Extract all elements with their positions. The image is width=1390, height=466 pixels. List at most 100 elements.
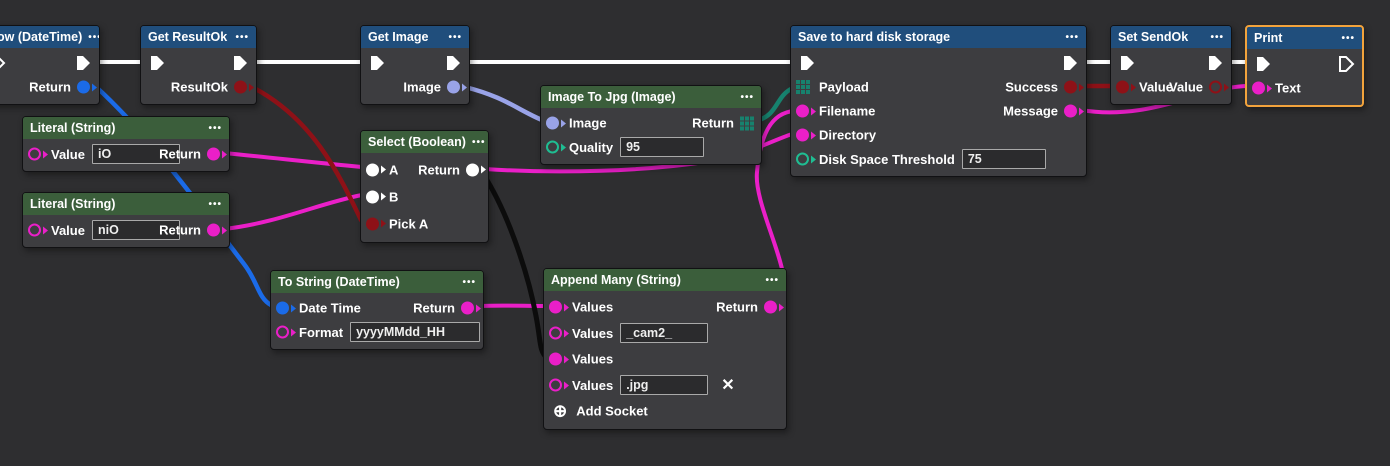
input-socket[interactable] xyxy=(549,326,569,340)
output-socket[interactable]: Return xyxy=(716,300,784,315)
circle-socket-icon[interactable] xyxy=(1252,81,1272,95)
node-get-resultok[interactable]: Get ResultOk••• ResultOk xyxy=(140,25,257,105)
circle-socket-icon[interactable] xyxy=(461,301,481,315)
input-socket[interactable] xyxy=(549,300,569,314)
circle-socket-icon[interactable] xyxy=(764,300,784,314)
node-menu-icon[interactable]: ••• xyxy=(1065,31,1079,43)
node-get-image[interactable]: Get Image•••Image xyxy=(360,25,470,105)
text-field[interactable] xyxy=(961,149,1046,169)
node-menu-icon[interactable]: ••• xyxy=(765,274,779,286)
ring-socket-icon[interactable] xyxy=(549,378,569,392)
circle-socket-icon[interactable] xyxy=(796,128,816,142)
ring-socket-icon[interactable] xyxy=(1209,80,1229,94)
text-field[interactable] xyxy=(91,220,180,240)
exec-in-pin[interactable] xyxy=(0,53,7,73)
node-header[interactable]: Image To Jpg (Image)••• xyxy=(541,86,761,108)
circle-socket-icon[interactable] xyxy=(207,147,227,161)
node-menu-icon[interactable]: ••• xyxy=(88,31,99,43)
ring-socket-icon[interactable] xyxy=(28,147,48,161)
node-header[interactable]: Append Many (String)••• xyxy=(544,269,786,291)
node-menu-icon[interactable]: ••• xyxy=(462,276,476,288)
circle-socket-icon[interactable] xyxy=(366,217,386,230)
input-socket[interactable] xyxy=(28,223,48,237)
node-literal-2[interactable]: Literal (String)•••ValueReturn xyxy=(22,192,230,248)
input-socket[interactable] xyxy=(366,163,386,176)
text-field[interactable] xyxy=(91,144,180,164)
node-menu-icon[interactable]: ••• xyxy=(448,31,462,43)
node-now[interactable]: Now (DateTime)•••Return xyxy=(0,25,100,105)
circle-socket-icon[interactable] xyxy=(77,80,97,94)
output-socket[interactable]: Return xyxy=(159,223,227,238)
output-socket[interactable]: Message xyxy=(1003,104,1084,119)
exec-in-pin[interactable] xyxy=(1117,53,1137,73)
exec-out-pin[interactable] xyxy=(1205,53,1225,73)
exec-in-pin[interactable] xyxy=(147,53,167,73)
text-field[interactable] xyxy=(350,322,481,342)
node-print[interactable]: Print•••Text xyxy=(1245,25,1364,107)
input-socket[interactable] xyxy=(366,217,386,230)
output-socket[interactable]: Return xyxy=(692,116,754,131)
circle-socket-icon[interactable] xyxy=(796,104,816,118)
exec-in-pin[interactable] xyxy=(797,53,817,73)
exec-out-pin[interactable] xyxy=(443,53,463,73)
exec-out-pin[interactable] xyxy=(73,53,93,73)
exec-out-pin[interactable] xyxy=(230,53,250,73)
input-socket[interactable] xyxy=(796,80,810,94)
circle-socket-icon[interactable] xyxy=(1116,80,1136,94)
input-socket[interactable] xyxy=(276,301,296,315)
circle-socket-icon[interactable] xyxy=(546,116,566,130)
exec-in-pin[interactable] xyxy=(1253,54,1273,74)
output-socket[interactable]: Success xyxy=(1005,80,1084,95)
node-header[interactable]: Save to hard disk storage••• xyxy=(791,26,1086,48)
ring-socket-icon[interactable] xyxy=(28,223,48,237)
exec-out-pin[interactable] xyxy=(1336,54,1356,74)
output-socket[interactable]: Value xyxy=(1169,80,1229,95)
circle-socket-icon[interactable] xyxy=(1064,104,1084,118)
node-menu-icon[interactable]: ••• xyxy=(208,198,222,210)
add-socket-button[interactable]: ⊕Add Socket xyxy=(553,401,648,420)
wire-literal-2-Return-to-select-B[interactable] xyxy=(222,193,364,231)
output-socket[interactable]: Image xyxy=(403,80,467,95)
circle-socket-icon[interactable] xyxy=(207,223,227,237)
wire-literal-1-Return-to-select-A[interactable] xyxy=(222,151,364,169)
output-socket[interactable]: Return xyxy=(159,147,227,162)
circle-socket-icon[interactable] xyxy=(276,301,296,315)
text-field[interactable] xyxy=(620,137,705,157)
ring-socket-icon[interactable] xyxy=(546,140,566,154)
input-socket[interactable] xyxy=(549,352,569,366)
text-field[interactable] xyxy=(620,375,709,395)
node-header[interactable]: Get ResultOk••• xyxy=(141,26,256,48)
node-header[interactable]: Select (Boolean)••• xyxy=(361,131,488,153)
input-socket[interactable] xyxy=(276,325,296,339)
node-menu-icon[interactable]: ••• xyxy=(471,136,486,148)
remove-socket-icon[interactable]: ✕ xyxy=(721,377,735,394)
circle-socket-icon[interactable] xyxy=(549,300,569,314)
wire-get-resultok-ResultOk-to-select-Pick-A[interactable] xyxy=(249,84,364,223)
input-socket[interactable] xyxy=(546,140,566,154)
node-menu-icon[interactable]: ••• xyxy=(208,122,222,134)
node-menu-icon[interactable]: ••• xyxy=(1210,31,1224,43)
output-socket[interactable]: Return xyxy=(413,301,481,316)
exec-in-pin[interactable] xyxy=(367,53,387,73)
input-socket[interactable] xyxy=(796,128,816,142)
output-socket[interactable]: ResultOk xyxy=(171,80,254,95)
node-header[interactable]: To String (DateTime)••• xyxy=(271,271,483,293)
input-socket[interactable] xyxy=(546,116,566,130)
ring-socket-icon[interactable] xyxy=(796,152,816,166)
node-header[interactable]: Literal (String)••• xyxy=(23,193,229,215)
grid-socket-icon[interactable] xyxy=(740,116,754,130)
input-socket[interactable] xyxy=(549,378,569,392)
circle-socket-icon[interactable] xyxy=(466,163,486,176)
input-socket[interactable] xyxy=(1116,80,1136,94)
node-header[interactable]: Print••• xyxy=(1247,27,1362,49)
node-header[interactable]: Now (DateTime)••• xyxy=(0,26,99,48)
ring-socket-icon[interactable] xyxy=(549,326,569,340)
circle-socket-icon[interactable] xyxy=(447,80,467,94)
ring-socket-icon[interactable] xyxy=(276,325,296,339)
input-socket[interactable] xyxy=(1252,81,1272,95)
